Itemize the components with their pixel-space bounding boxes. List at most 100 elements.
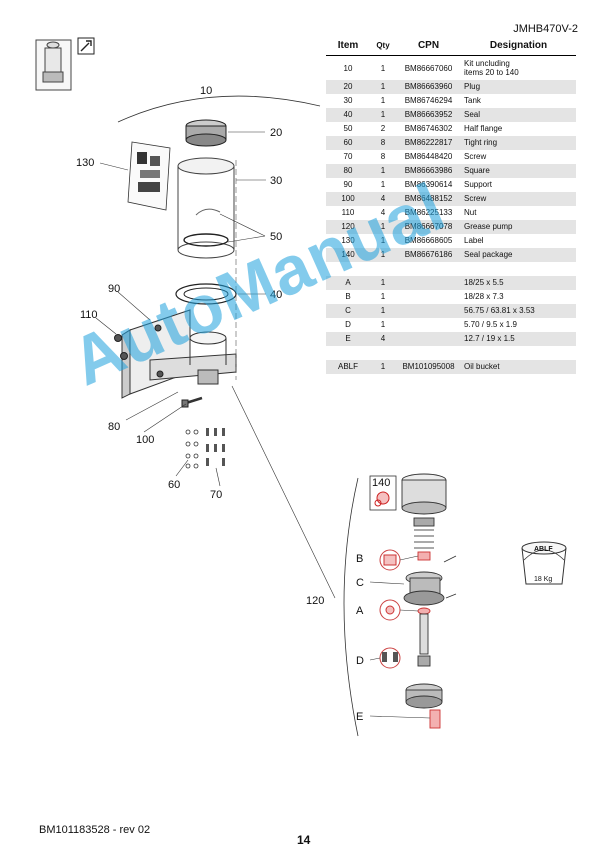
cell-qty: 8: [380, 152, 386, 161]
bucket-weight: 18 Kg: [534, 576, 552, 583]
cell-item: B: [345, 292, 351, 301]
table-spacer: [326, 262, 576, 276]
cell-designation: Screw: [461, 192, 576, 206]
cell-item: 140: [326, 248, 370, 262]
cell-cpn: BM86448420: [404, 152, 453, 161]
seal-d-icon: [379, 647, 401, 669]
cell-cpn: BM86222817: [396, 136, 461, 150]
cell-qty: 1: [370, 248, 396, 262]
cell-designation: 18/28 x 7.3: [464, 292, 504, 301]
cell-designation: Oil bucket: [461, 360, 576, 374]
callout-d: D: [356, 655, 364, 667]
cell-qty: 4: [370, 332, 396, 346]
seal-package-icon: [369, 475, 397, 511]
cell-qty: 1: [380, 236, 386, 245]
cell-cpn: BM86676186: [396, 248, 461, 262]
callout-100: 100: [136, 434, 154, 446]
cell-qty: 1: [370, 108, 396, 122]
cell-item: E: [326, 332, 370, 346]
cell-qty: 1: [380, 320, 386, 329]
footer-reference: BM101183528 - rev 02: [39, 824, 151, 836]
callout-120: 120: [306, 595, 324, 607]
callout-10: 10: [200, 85, 212, 97]
flange-seal: [175, 283, 237, 305]
callout-20: 20: [270, 127, 282, 139]
pump-base: [189, 331, 227, 385]
cell-qty: 4: [370, 192, 396, 206]
cell-qty: 1: [370, 164, 396, 178]
designation-line-2: items 20 to 140: [464, 68, 519, 77]
seal-b-icon: [379, 549, 401, 571]
callout-30: 30: [270, 175, 282, 187]
cell-qty: 1: [370, 276, 396, 290]
cell-item: 10: [343, 63, 353, 73]
cell-qty: 1: [370, 80, 396, 94]
cell-designation: Plug: [461, 80, 576, 94]
cell-cpn: [396, 304, 461, 318]
nut-icons: [114, 324, 164, 378]
tank-cylinder: [177, 157, 235, 259]
cell-designation: 5.70 / 9.5 x 1.9: [464, 320, 517, 329]
cell-qty: 1: [380, 292, 386, 301]
table-spacer: [326, 346, 576, 360]
cell-designation: Seal: [461, 108, 576, 122]
screw-icons: [206, 428, 225, 466]
cell-cpn: [396, 332, 461, 346]
cell-item: 130: [341, 236, 355, 245]
cell-designation: Grease pump: [461, 220, 576, 234]
cell-item: C: [326, 304, 370, 318]
table-row: 90 1 BM86390614 Support: [326, 178, 576, 192]
cell-qty: 2: [380, 124, 386, 133]
cell-cpn: BM86663960: [396, 80, 461, 94]
cell-qty: 1: [380, 63, 386, 73]
cell-item: 90: [343, 180, 353, 189]
cell-qty: 4: [380, 208, 386, 217]
col-cpn-header: CPN: [396, 37, 461, 56]
cell-cpn: BM86488152: [396, 192, 461, 206]
cell-designation: Support: [464, 180, 493, 189]
cell-cpn: BM86667060: [404, 63, 453, 73]
parts-table: Item Qty CPN Designation 10 1 BM86667060…: [326, 37, 576, 374]
bucket-label: ABLF: [534, 546, 553, 553]
cell-cpn: BM86225133: [404, 208, 453, 217]
callout-e: E: [356, 711, 363, 723]
cell-designation: 56.75 / 63.81 x 3.53: [461, 304, 576, 318]
callout-140: 140: [372, 477, 390, 489]
cell-designation: Screw: [464, 152, 487, 161]
callout-130: 130: [76, 157, 94, 169]
designation-line-1: Kit uncluding: [464, 59, 510, 68]
cell-cpn: BM86390614: [404, 180, 453, 189]
cell-item: 50: [343, 124, 353, 133]
cell-qty: 1: [380, 180, 386, 189]
col-item-header: Item: [326, 37, 370, 56]
cell-designation: Half flange: [464, 124, 503, 133]
cell-item: A: [326, 276, 370, 290]
col-designation-header: Designation: [461, 37, 576, 56]
cell-cpn: BM86663952: [396, 108, 461, 122]
page-number: 14: [297, 833, 311, 847]
kit-bracket-arc: [117, 95, 321, 123]
callout-50: 50: [270, 231, 282, 243]
oil-bucket-icon: [521, 541, 567, 585]
callout-90: 90: [108, 283, 120, 295]
cell-item: 110: [341, 208, 355, 217]
callout-40: 40: [270, 289, 282, 301]
cell-designation: Square: [461, 164, 576, 178]
cell-item: 100: [326, 192, 370, 206]
cell-qty: 1: [370, 220, 396, 234]
